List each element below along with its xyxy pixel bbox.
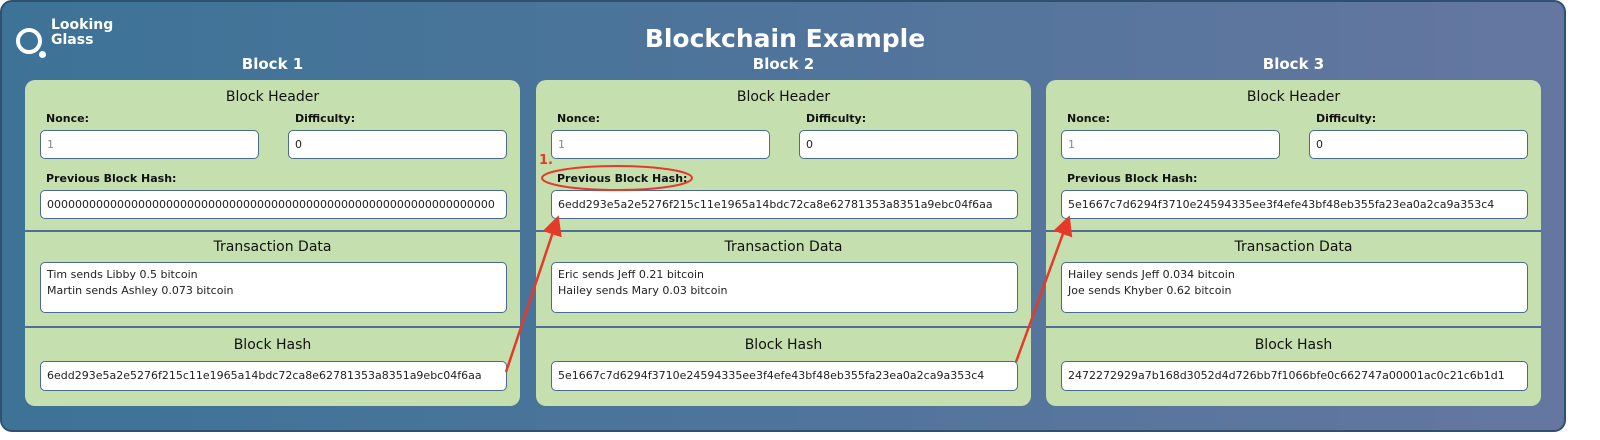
prev-hash-label: Previous Block Hash: bbox=[557, 172, 688, 185]
prev-hash-label: Previous Block Hash: bbox=[1067, 172, 1198, 185]
transaction-line: Eric sends Jeff 0.21 bitcoin bbox=[558, 268, 704, 281]
difficulty-label: Difficulty: bbox=[295, 112, 356, 125]
block-title: Block 1 bbox=[241, 55, 304, 73]
transaction-line: Hailey sends Mary 0.03 bitcoin bbox=[558, 284, 728, 297]
transaction-heading: Transaction Data bbox=[1234, 239, 1353, 255]
page-title: Blockchain Example bbox=[644, 24, 926, 53]
difficulty-input[interactable]: 0 bbox=[1309, 130, 1528, 159]
transaction-line: Joe sends Khyber 0.62 bitcoin bbox=[1068, 284, 1232, 297]
hash-link-arrow-2 bbox=[1014, 215, 1073, 363]
transaction-textarea[interactable]: Eric sends Jeff 0.21 bitcoin Hailey send… bbox=[551, 262, 1018, 313]
difficulty-label: Difficulty: bbox=[1316, 112, 1377, 125]
nonce-label: Nonce: bbox=[46, 112, 89, 125]
block-hash-heading: Block Hash bbox=[744, 337, 823, 353]
block-header-heading: Block Header bbox=[736, 89, 831, 105]
logo-line2: Glass bbox=[51, 32, 94, 48]
block-title: Block 3 bbox=[1262, 55, 1325, 73]
transaction-textarea[interactable]: Hailey sends Jeff 0.034 bitcoin Joe send… bbox=[1061, 262, 1528, 313]
transaction-line: Tim sends Libby 0.5 bitcoin bbox=[47, 268, 198, 281]
transaction-section: Transaction Data Hailey sends Jeff 0.034… bbox=[1046, 230, 1541, 327]
prev-hash-input[interactable]: 5e1667c7d6294f3710e24594335ee3f4efe43bf4… bbox=[1061, 190, 1528, 219]
block-panel: Block Header Nonce: Difficulty: 1 0 Prev… bbox=[536, 80, 1031, 406]
difficulty-input[interactable]: 0 bbox=[288, 130, 507, 159]
difficulty-label: Difficulty: bbox=[806, 112, 867, 125]
block-hash-section: Block Hash 5e1667c7d6294f3710e24594335ee… bbox=[536, 326, 1031, 406]
highlight-ellipse bbox=[541, 165, 693, 191]
transaction-heading: Transaction Data bbox=[724, 239, 843, 255]
block-title: Block 2 bbox=[752, 55, 815, 73]
block-header-heading: Block Header bbox=[225, 89, 320, 105]
transaction-line: Martin sends Ashley 0.073 bitcoin bbox=[47, 284, 234, 297]
block-hash-input[interactable]: 5e1667c7d6294f3710e24594335ee3f4efe43bf4… bbox=[551, 361, 1018, 391]
transaction-line: Hailey sends Jeff 0.034 bitcoin bbox=[1068, 268, 1235, 281]
transaction-textarea[interactable]: Tim sends Libby 0.5 bitcoin Martin sends… bbox=[40, 262, 507, 313]
hash-link-arrow-1 bbox=[504, 215, 562, 373]
block-hash-input[interactable]: 2472272929a7b168d3052d4d726bb7f1066bfe0c… bbox=[1061, 361, 1528, 391]
step-number: 1. bbox=[539, 153, 553, 168]
block-hash-heading: Block Hash bbox=[1254, 337, 1333, 353]
block-hash-section: Block Hash 2472272929a7b168d3052d4d726bb… bbox=[1046, 326, 1541, 406]
looking-glass-logo: Looking Glass bbox=[14, 18, 124, 64]
prev-hash-input[interactable]: 0000000000000000000000000000000000000000… bbox=[40, 190, 507, 219]
block-panel: Block Header Nonce: Difficulty: 1 0 Prev… bbox=[1046, 80, 1541, 406]
difficulty-input[interactable]: 0 bbox=[799, 130, 1018, 159]
block-hash-heading: Block Hash bbox=[233, 337, 312, 353]
nonce-input[interactable]: 1 bbox=[551, 130, 770, 159]
block-panel: Block Header Nonce: Difficulty: 1 0 Prev… bbox=[25, 80, 520, 406]
prev-hash-label: Previous Block Hash: bbox=[46, 172, 177, 185]
prev-hash-input[interactable]: 6edd293e5a2e5276f215c11e1965a14bdc72ca8e… bbox=[551, 190, 1018, 219]
nonce-label: Nonce: bbox=[557, 112, 600, 125]
magnifier-icon bbox=[16, 28, 42, 54]
transaction-heading: Transaction Data bbox=[213, 239, 332, 255]
logo-line1: Looking bbox=[51, 17, 114, 33]
transaction-section: Transaction Data Eric sends Jeff 0.21 bi… bbox=[536, 230, 1031, 327]
block-header-heading: Block Header bbox=[1246, 89, 1341, 105]
block-hash-section: Block Hash 6edd293e5a2e5276f215c11e1965a… bbox=[25, 326, 520, 406]
transaction-section: Transaction Data Tim sends Libby 0.5 bit… bbox=[25, 230, 520, 327]
magnifier-dot bbox=[39, 51, 46, 58]
nonce-label: Nonce: bbox=[1067, 112, 1110, 125]
nonce-input[interactable]: 1 bbox=[40, 130, 259, 159]
nonce-input[interactable]: 1 bbox=[1061, 130, 1280, 159]
block-hash-input[interactable]: 6edd293e5a2e5276f215c11e1965a14bdc72ca8e… bbox=[40, 361, 507, 391]
